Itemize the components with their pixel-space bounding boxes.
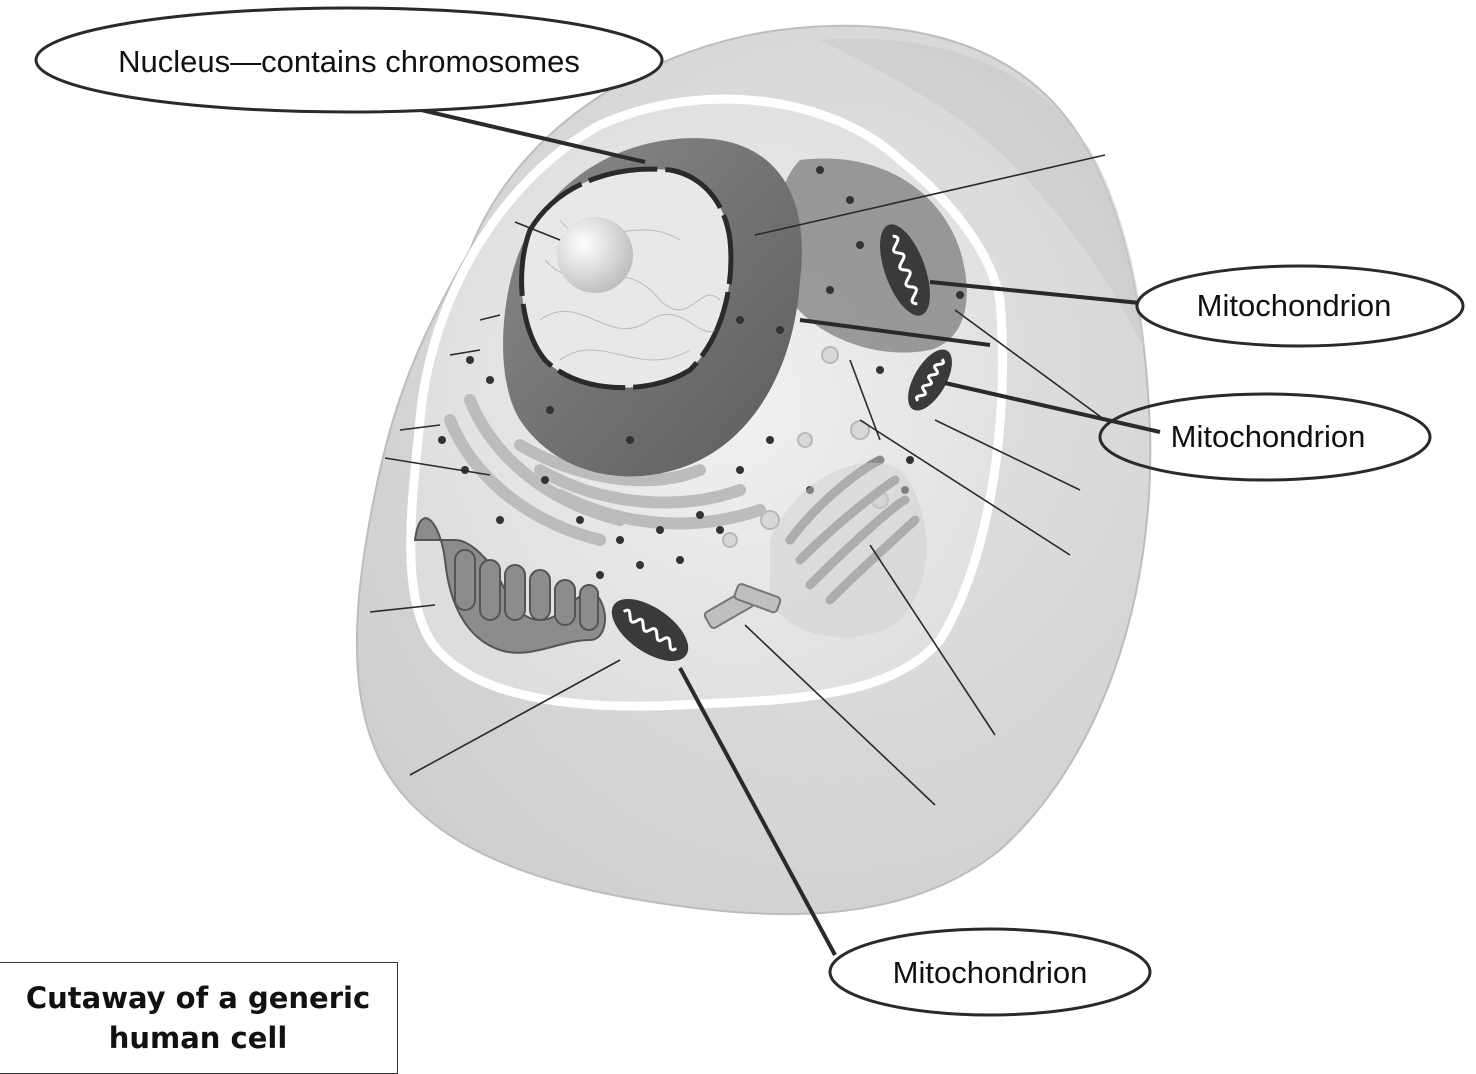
nucleus-callout-label: Nucleus—contains chromosomes <box>118 44 580 79</box>
caption-line-1: Cutaway of a generic <box>26 978 370 1018</box>
caption-box: Cutaway of a generic human cell <box>0 962 398 1074</box>
caption-line-2: human cell <box>109 1018 288 1058</box>
mito-callout-label-upper: Mitochondrion <box>1197 288 1392 323</box>
nucleolus <box>557 217 633 293</box>
mito-callout-label-middle: Mitochondrion <box>1171 419 1366 454</box>
mito-callout-label-bottom: Mitochondrion <box>893 955 1088 990</box>
